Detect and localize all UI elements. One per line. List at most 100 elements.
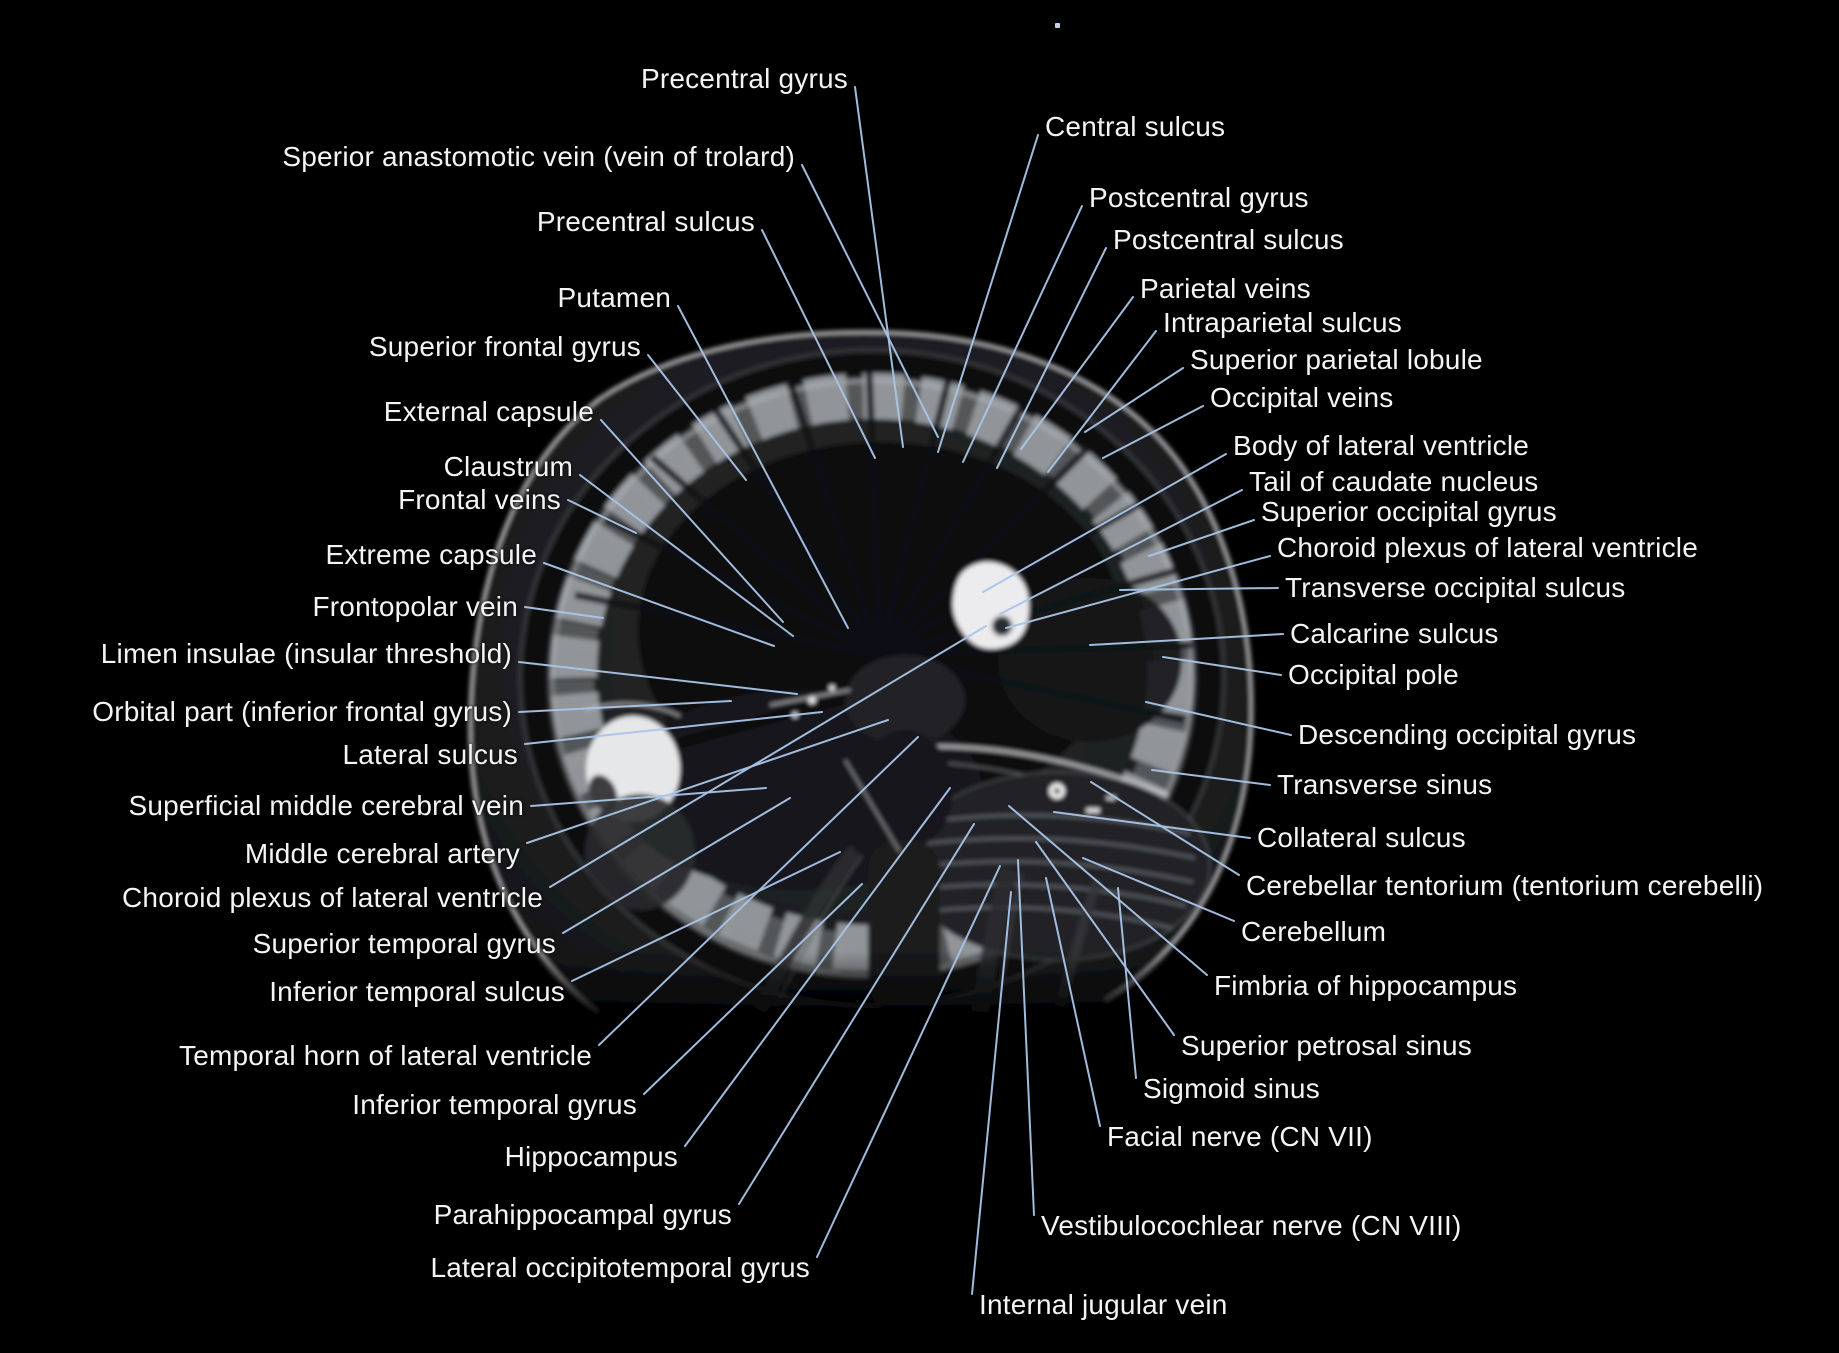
leader-left-superficial-middle-cerebral-vein: [530, 787, 767, 807]
label-left-putamen: Putamen: [557, 281, 671, 313]
leader-right-internal-jugular-vein: [971, 891, 1012, 1295]
leader-right-postcentral-sulcus: [996, 247, 1107, 469]
label-left-superior-temporal-gyrus: Superior temporal gyrus: [252, 927, 556, 959]
leader-left-lateral-sulcus: [524, 711, 823, 745]
leader-right-parietal-veins: [1020, 296, 1134, 450]
label-right-postcentral-sulcus: Postcentral sulcus: [1113, 223, 1344, 255]
leader-right-body-of-lateral-ventricle: [982, 453, 1227, 593]
leader-left-parahippocampal-gyrus: [738, 823, 975, 1205]
label-right-tail-of-caudate-nucleus: Tail of caudate nucleus: [1249, 465, 1539, 497]
leader-right-intraparietal-sulcus: [1047, 330, 1157, 473]
leader-right-superior-petrosal-sinus: [1035, 841, 1175, 1036]
leader-left-sperior-anastomotic-vein-vein-of-trolard: [801, 164, 939, 438]
leader-left-claustrum: [579, 474, 794, 637]
label-left-temporal-horn-of-lateral-ventricle: Temporal horn of lateral ventricle: [179, 1039, 592, 1071]
label-right-cerebellum: Cerebellum: [1241, 915, 1387, 947]
leader-right-facial-nerve-cn-vii: [1045, 877, 1101, 1127]
leader-left-precentral-gyrus: [854, 86, 904, 448]
label-left-sperior-anastomotic-vein-vein-of-trolard: Sperior anastomotic vein (vein of trolar…: [282, 140, 795, 172]
leader-right-occipital-pole: [1162, 656, 1282, 676]
leader-left-precentral-sulcus: [761, 229, 876, 459]
leader-left-limen-insulae-insular-threshold: [518, 661, 798, 695]
leader-right-cerebellum: [1082, 857, 1235, 922]
label-right-superior-parietal-lobule: Superior parietal lobule: [1190, 343, 1483, 375]
leader-left-temporal-horn-of-lateral-ventricle: [598, 736, 919, 1046]
label-right-transverse-sinus: Transverse sinus: [1277, 768, 1493, 800]
leader-left-hippocampus: [684, 787, 951, 1147]
label-right-central-sulcus: Central sulcus: [1045, 110, 1226, 142]
leader-left-middle-cerebral-artery: [526, 719, 889, 844]
leader-left-frontal-veins: [567, 499, 637, 534]
label-left-inferior-temporal-sulcus: Inferior temporal sulcus: [269, 975, 565, 1007]
leader-right-choroid-plexus-of-lateral-ventricle: [1005, 555, 1271, 629]
leader-right-cerebellar-tentorium-tentorium-cerebelli: [1090, 781, 1240, 876]
label-right-facial-nerve-cn-vii: Facial nerve (CN VII): [1107, 1120, 1373, 1152]
label-left-superior-frontal-gyrus: Superior frontal gyrus: [368, 330, 641, 362]
leader-left-external-capsule: [600, 419, 784, 623]
leader-right-calcarine-sulcus: [1089, 633, 1284, 646]
leader-right-sigmoid-sinus: [1117, 887, 1137, 1079]
label-left-lateral-occipitotemporal-gyrus: Lateral occipitotemporal gyrus: [430, 1251, 810, 1283]
label-right-cerebellar-tentorium-tentorium-cerebelli: Cerebellar tentorium (tentorium cerebell…: [1246, 869, 1764, 901]
label-left-frontal-veins: Frontal veins: [398, 483, 561, 515]
label-right-body-of-lateral-ventricle: Body of lateral ventricle: [1233, 429, 1530, 461]
label-right-collateral-sulcus: Collateral sulcus: [1257, 821, 1466, 853]
label-left-frontopolar-vein: Frontopolar vein: [312, 590, 518, 622]
leader-left-lateral-occipitotemporal-gyrus: [816, 865, 1001, 1258]
label-left-precentral-sulcus: Precentral sulcus: [536, 205, 755, 237]
leader-left-inferior-temporal-gyrus: [643, 883, 863, 1095]
label-right-superior-occipital-gyrus: Superior occipital gyrus: [1261, 495, 1557, 527]
leader-left-superior-temporal-gyrus: [562, 797, 791, 934]
label-right-postcentral-gyrus: Postcentral gyrus: [1089, 181, 1309, 213]
label-left-middle-cerebral-artery: Middle cerebral artery: [244, 837, 520, 869]
label-left-orbital-part-inferior-frontal-gyrus: Orbital part (inferior frontal gyrus): [92, 695, 512, 727]
label-left-external-capsule: External capsule: [383, 395, 594, 427]
leader-left-frontopolar-vein: [524, 606, 604, 619]
leader-lines: [518, 86, 1292, 1295]
label-right-superior-petrosal-sinus: Superior petrosal sinus: [1181, 1029, 1472, 1061]
leader-right-occipital-veins: [1102, 405, 1204, 459]
leader-left-putamen: [677, 305, 849, 629]
leader-right-tail-of-caudate-nucleus: [999, 489, 1243, 615]
label-right-occipital-pole: Occipital pole: [1288, 658, 1459, 690]
label-right-fimbria-of-hippocampus: Fimbria of hippocampus: [1214, 969, 1518, 1001]
label-right-parietal-veins: Parietal veins: [1140, 272, 1311, 304]
leader-right-descending-occipital-gyrus: [1145, 701, 1292, 736]
brain-art: [0, 329, 1839, 1353]
label-left-extreme-capsule: Extreme capsule: [325, 538, 537, 570]
label-left-superficial-middle-cerebral-vein: Superficial middle cerebral vein: [128, 789, 524, 821]
leader-right-transverse-sinus: [1151, 769, 1271, 786]
leader-right-central-sulcus: [937, 134, 1039, 453]
label-left-claustrum: Claustrum: [443, 450, 573, 482]
label-left-inferior-temporal-gyrus: Inferior temporal gyrus: [352, 1088, 637, 1120]
leader-right-fimbria-of-hippocampus: [1008, 805, 1208, 976]
leader-left-choroid-plexus-of-lateral-ventricle: [549, 625, 987, 888]
leader-right-vestibulocochlear-nerve-cn-viii: [1017, 859, 1035, 1216]
label-right-calcarine-sulcus: Calcarine sulcus: [1290, 617, 1499, 649]
leader-right-superior-occipital-gyrus: [1148, 519, 1255, 557]
leader-right-postcentral-gyrus: [962, 205, 1083, 463]
leader-left-extreme-capsule: [543, 562, 775, 647]
label-right-sigmoid-sinus: Sigmoid sinus: [1143, 1072, 1320, 1104]
label-right-vestibulocochlear-nerve-cn-viii: Vestibulocochlear nerve (CN VIII): [1041, 1209, 1462, 1241]
leader-left-superior-frontal-gyrus: [647, 354, 747, 481]
leader-left-inferior-temporal-sulcus: [571, 851, 841, 982]
label-left-lateral-sulcus: Lateral sulcus: [342, 738, 518, 770]
label-right-internal-jugular-vein: Internal jugular vein: [979, 1288, 1228, 1320]
label-right-occipital-veins: Occipital veins: [1210, 381, 1394, 413]
label-left-precentral-gyrus: Precentral gyrus: [640, 62, 848, 94]
leader-right-superior-parietal-lobule: [1084, 367, 1184, 433]
label-right-choroid-plexus-of-lateral-ventricle: Choroid plexus of lateral ventricle: [1277, 531, 1698, 563]
leader-right-transverse-occipital-sulcus: [1119, 587, 1279, 591]
label-right-transverse-occipital-sulcus: Transverse occipital sulcus: [1285, 571, 1626, 603]
artifact-dot: [1055, 23, 1060, 28]
label-left-choroid-plexus-of-lateral-ventricle: Choroid plexus of lateral ventricle: [122, 881, 543, 913]
leader-right-collateral-sulcus: [1053, 811, 1251, 839]
leader-left-orbital-part-inferior-frontal-gyrus: [518, 700, 732, 713]
label-left-limen-insulae-insular-threshold: Limen insulae (insular threshold): [100, 637, 512, 669]
label-left-hippocampus: Hippocampus: [504, 1140, 678, 1172]
label-right-descending-occipital-gyrus: Descending occipital gyrus: [1298, 718, 1637, 750]
label-right-intraparietal-sulcus: Intraparietal sulcus: [1163, 306, 1403, 338]
